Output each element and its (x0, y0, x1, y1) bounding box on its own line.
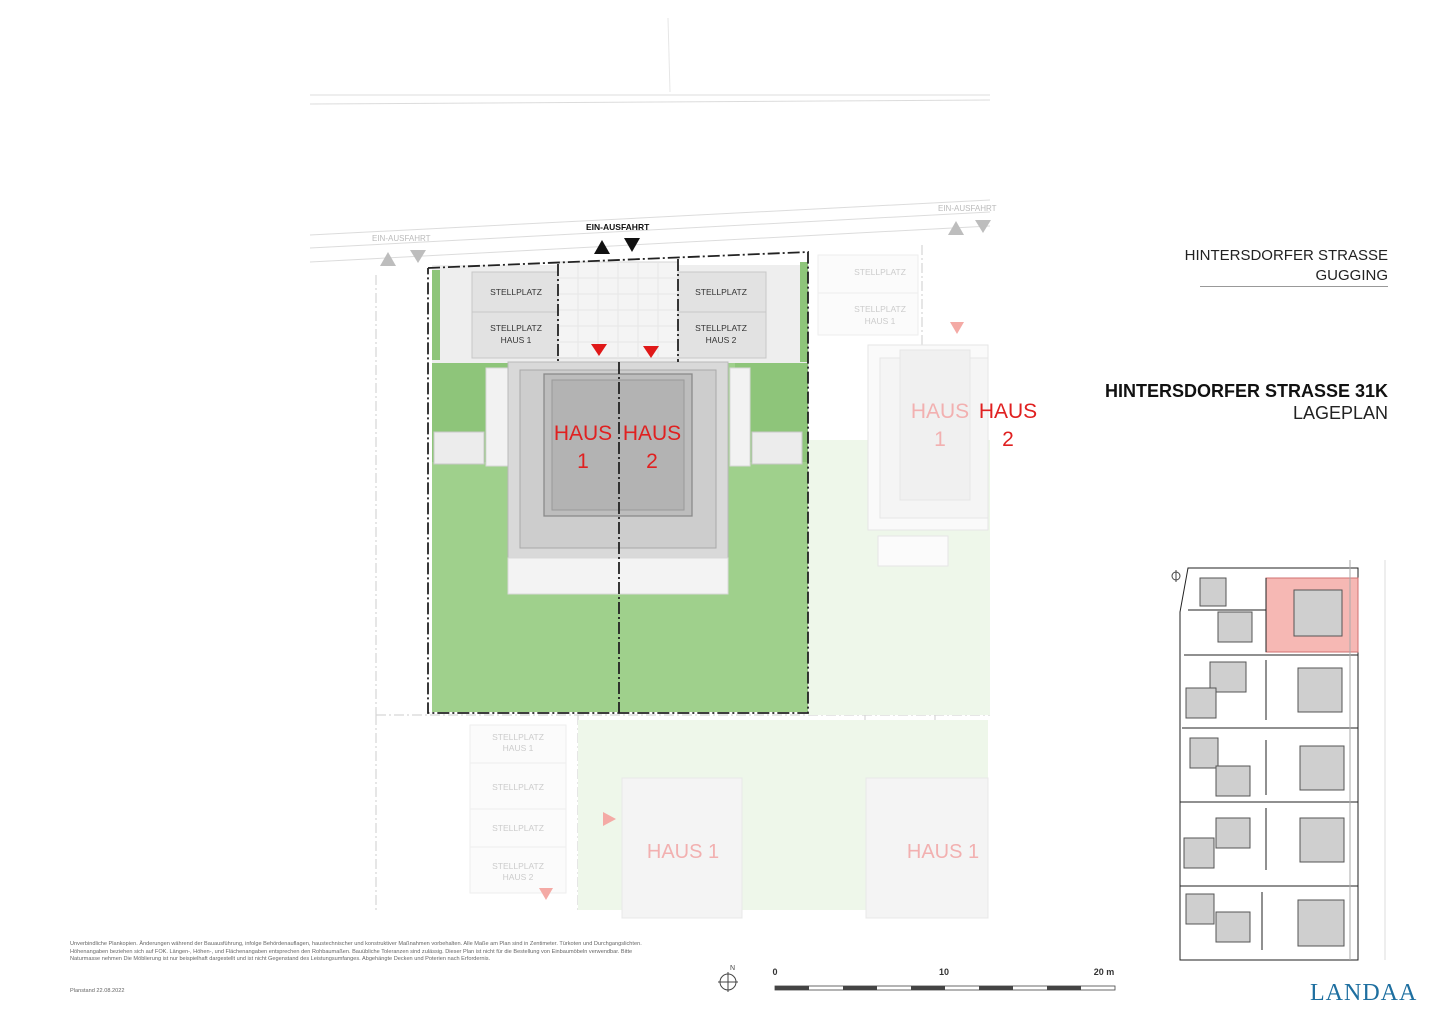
parking-spaces (471, 271, 767, 359)
entry-label-left: EIN-AUSFAHRT (372, 234, 431, 243)
plan-type: LAGEPLAN (1292, 403, 1388, 423)
main-houses (507, 361, 729, 559)
neighbour-house-right (867, 344, 989, 567)
house-2-number: 2 (646, 450, 658, 473)
parking-label: STELLPLATZ (490, 323, 542, 333)
address-block: HINTERSDORFER STRASSE GUGGING (1148, 246, 1388, 286)
house-2-label: HAUS (623, 422, 681, 445)
neighbour-house-1-number: 1 (934, 428, 946, 451)
scale-tick: 20 m (1094, 967, 1115, 977)
title-block: HINTERSDORFER STRASSE 31K LAGEPLAN (1088, 380, 1388, 424)
north-arrow-icon: N (718, 965, 738, 992)
terraces (507, 557, 729, 595)
parking-label-faded: STELLPLATZ (492, 861, 544, 871)
north-label: N (730, 965, 735, 972)
parking-label-faded: STELLPLATZ (492, 823, 544, 833)
neighbour-parking-right (817, 254, 919, 336)
street-name: HINTERSDORFER STRASSE (1184, 247, 1388, 264)
neighbour-house-2-label: HAUS (979, 400, 1037, 423)
bin-area-left (433, 431, 485, 465)
parking-label-faded: HAUS 1 (865, 316, 896, 326)
parking-label-faded: STELLPLATZ (492, 732, 544, 742)
parking-label-faded: STELLPLATZ (854, 304, 906, 314)
property-boundaries (427, 251, 809, 714)
lower-house-label: HAUS 1 (907, 841, 979, 863)
key-plan-north-icon (1171, 570, 1181, 582)
entry-label-right: EIN-AUSFAHRT (938, 204, 997, 213)
neighbour-house-2-number: 2 (1002, 428, 1014, 451)
plan-date: Planstand 22.08.2022 (70, 988, 125, 994)
key-plan-houses (1183, 577, 1345, 947)
street (309, 17, 991, 263)
lower-house-label: HAUS 1 (647, 841, 719, 863)
stairs-right (729, 367, 751, 467)
parking-label-faded: HAUS 2 (503, 872, 534, 882)
parking-label: HAUS 1 (501, 335, 532, 345)
brand-logo: LANDAA (1310, 980, 1418, 1006)
neighbour-lower-parking (469, 724, 567, 894)
parking-label-faded: HAUS 1 (503, 743, 534, 753)
disclaimer-text: Unverbindliche Plankopien. Änderungen wä… (70, 941, 642, 963)
header-divider (1200, 286, 1388, 287)
parking-label: STELLPLATZ (490, 287, 542, 297)
parking-label: HAUS 2 (706, 335, 737, 345)
parking-label-faded: STELLPLATZ (492, 782, 544, 792)
neighbour-lower-houses (621, 777, 989, 919)
scale-tick: 10 (939, 967, 949, 977)
stairs-left (485, 367, 509, 467)
parking-label: STELLPLATZ (695, 323, 747, 333)
bin-area-right (751, 431, 803, 465)
neighbour-house-1-label: HAUS (911, 400, 969, 423)
locality: GUGGING (1315, 267, 1388, 284)
parking-label: STELLPLATZ (695, 287, 747, 297)
house-1-label: HAUS (554, 422, 612, 445)
house-1-number: 1 (577, 450, 589, 473)
scale-tick: 0 (772, 967, 777, 977)
project-title: HINTERSDORFER STRASSE 31K (1104, 381, 1388, 401)
driveway-grid (558, 262, 678, 358)
scale-bar: 0 10 20 m (772, 967, 1116, 991)
parking-label-faded: STELLPLATZ (854, 267, 906, 277)
entry-arrows (380, 220, 991, 900)
entry-label-main: EIN-AUSFAHRT (586, 222, 650, 232)
